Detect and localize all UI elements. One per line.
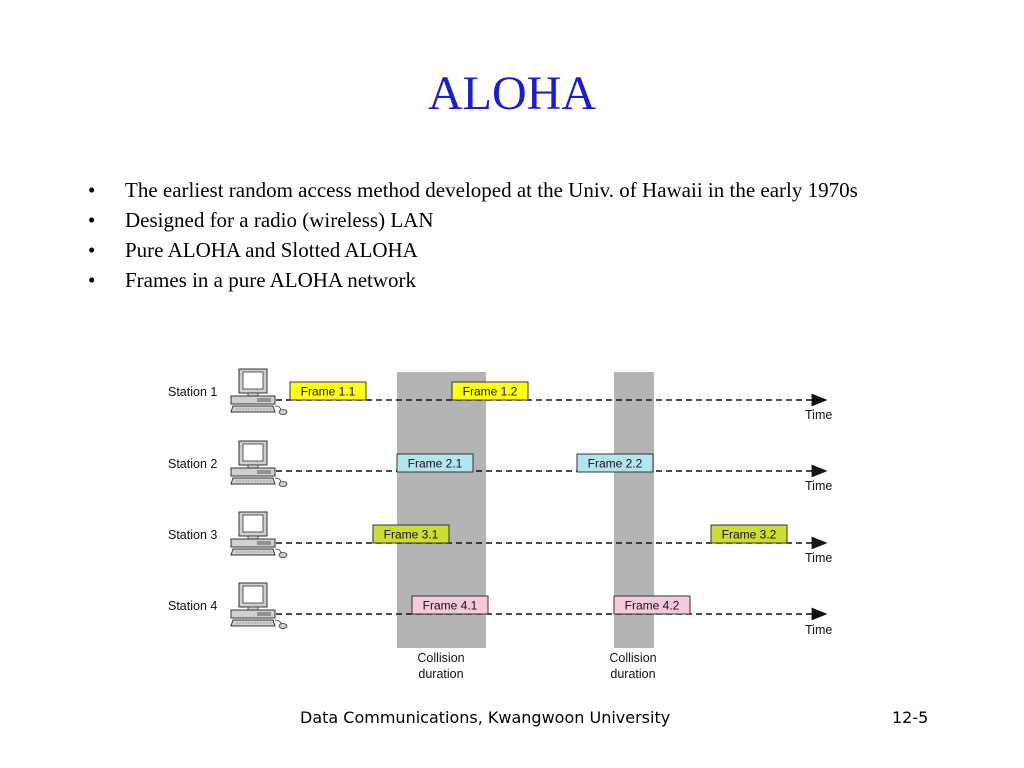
bullet-item: • Designed for a radio (wireless) LAN [88,208,938,232]
frame-box [576,453,654,473]
station-label: Station 3 [168,528,217,542]
frame-box [372,524,450,544]
bullet-dot: • [88,208,96,232]
time-label: Time [805,408,832,422]
bullet-item: • The earliest random access method devel… [88,178,938,202]
frame-label: Frame 1.2 [463,385,518,399]
bullet-item: • Frames in a pure ALOHA network [88,268,938,292]
frame-label: Frame 3.2 [722,528,777,542]
frame-box [411,595,489,615]
time-label: Time [805,551,832,565]
frame-label: Frame 2.1 [408,457,463,471]
bullet-dot: • [88,268,96,292]
frame-box [710,524,788,544]
footer-course: Data Communications, Kwangwoon Universit… [300,708,671,727]
station-label: Station 4 [168,599,217,613]
footer-page-number: 12-5 [892,708,929,727]
station-label: Station 2 [168,457,217,471]
frame-label: Frame 4.1 [423,599,478,613]
frame-label: Frame 2.2 [588,457,643,471]
frame-label: Frame 3.1 [384,528,439,542]
bullet-text: The earliest random access method develo… [125,178,858,202]
bullet-list: • The earliest random access method devel… [88,178,938,298]
computer-workstation-icon [230,440,288,487]
frame-box [451,381,529,401]
bullet-text: Pure ALOHA and Slotted ALOHA [125,238,418,262]
computer-workstation-icon [230,511,288,558]
collision-label: Collision [609,651,656,665]
bullet-text: Designed for a radio (wireless) LAN [125,208,434,232]
collision-label: Collision [417,651,464,665]
computer-workstation-icon [230,368,288,415]
frame-label: Frame 4.2 [625,599,680,613]
bullet-text: Frames in a pure ALOHA network [125,268,417,292]
frame-box [396,453,474,473]
time-label: Time [805,623,832,637]
slide-title: ALOHA [428,67,596,120]
collision-label: duration [610,667,655,681]
time-label: Time [805,479,832,493]
frame-box [613,595,691,615]
computer-workstation-icon [230,582,288,629]
station-label: Station 1 [168,385,217,399]
bullet-item: • Pure ALOHA and Slotted ALOHA [88,238,938,262]
frame-box [289,381,367,401]
bullet-dot: • [88,238,96,262]
frame-label: Frame 1.1 [301,385,356,399]
bullet-dot: • [88,178,96,202]
collision-label: duration [418,667,463,681]
